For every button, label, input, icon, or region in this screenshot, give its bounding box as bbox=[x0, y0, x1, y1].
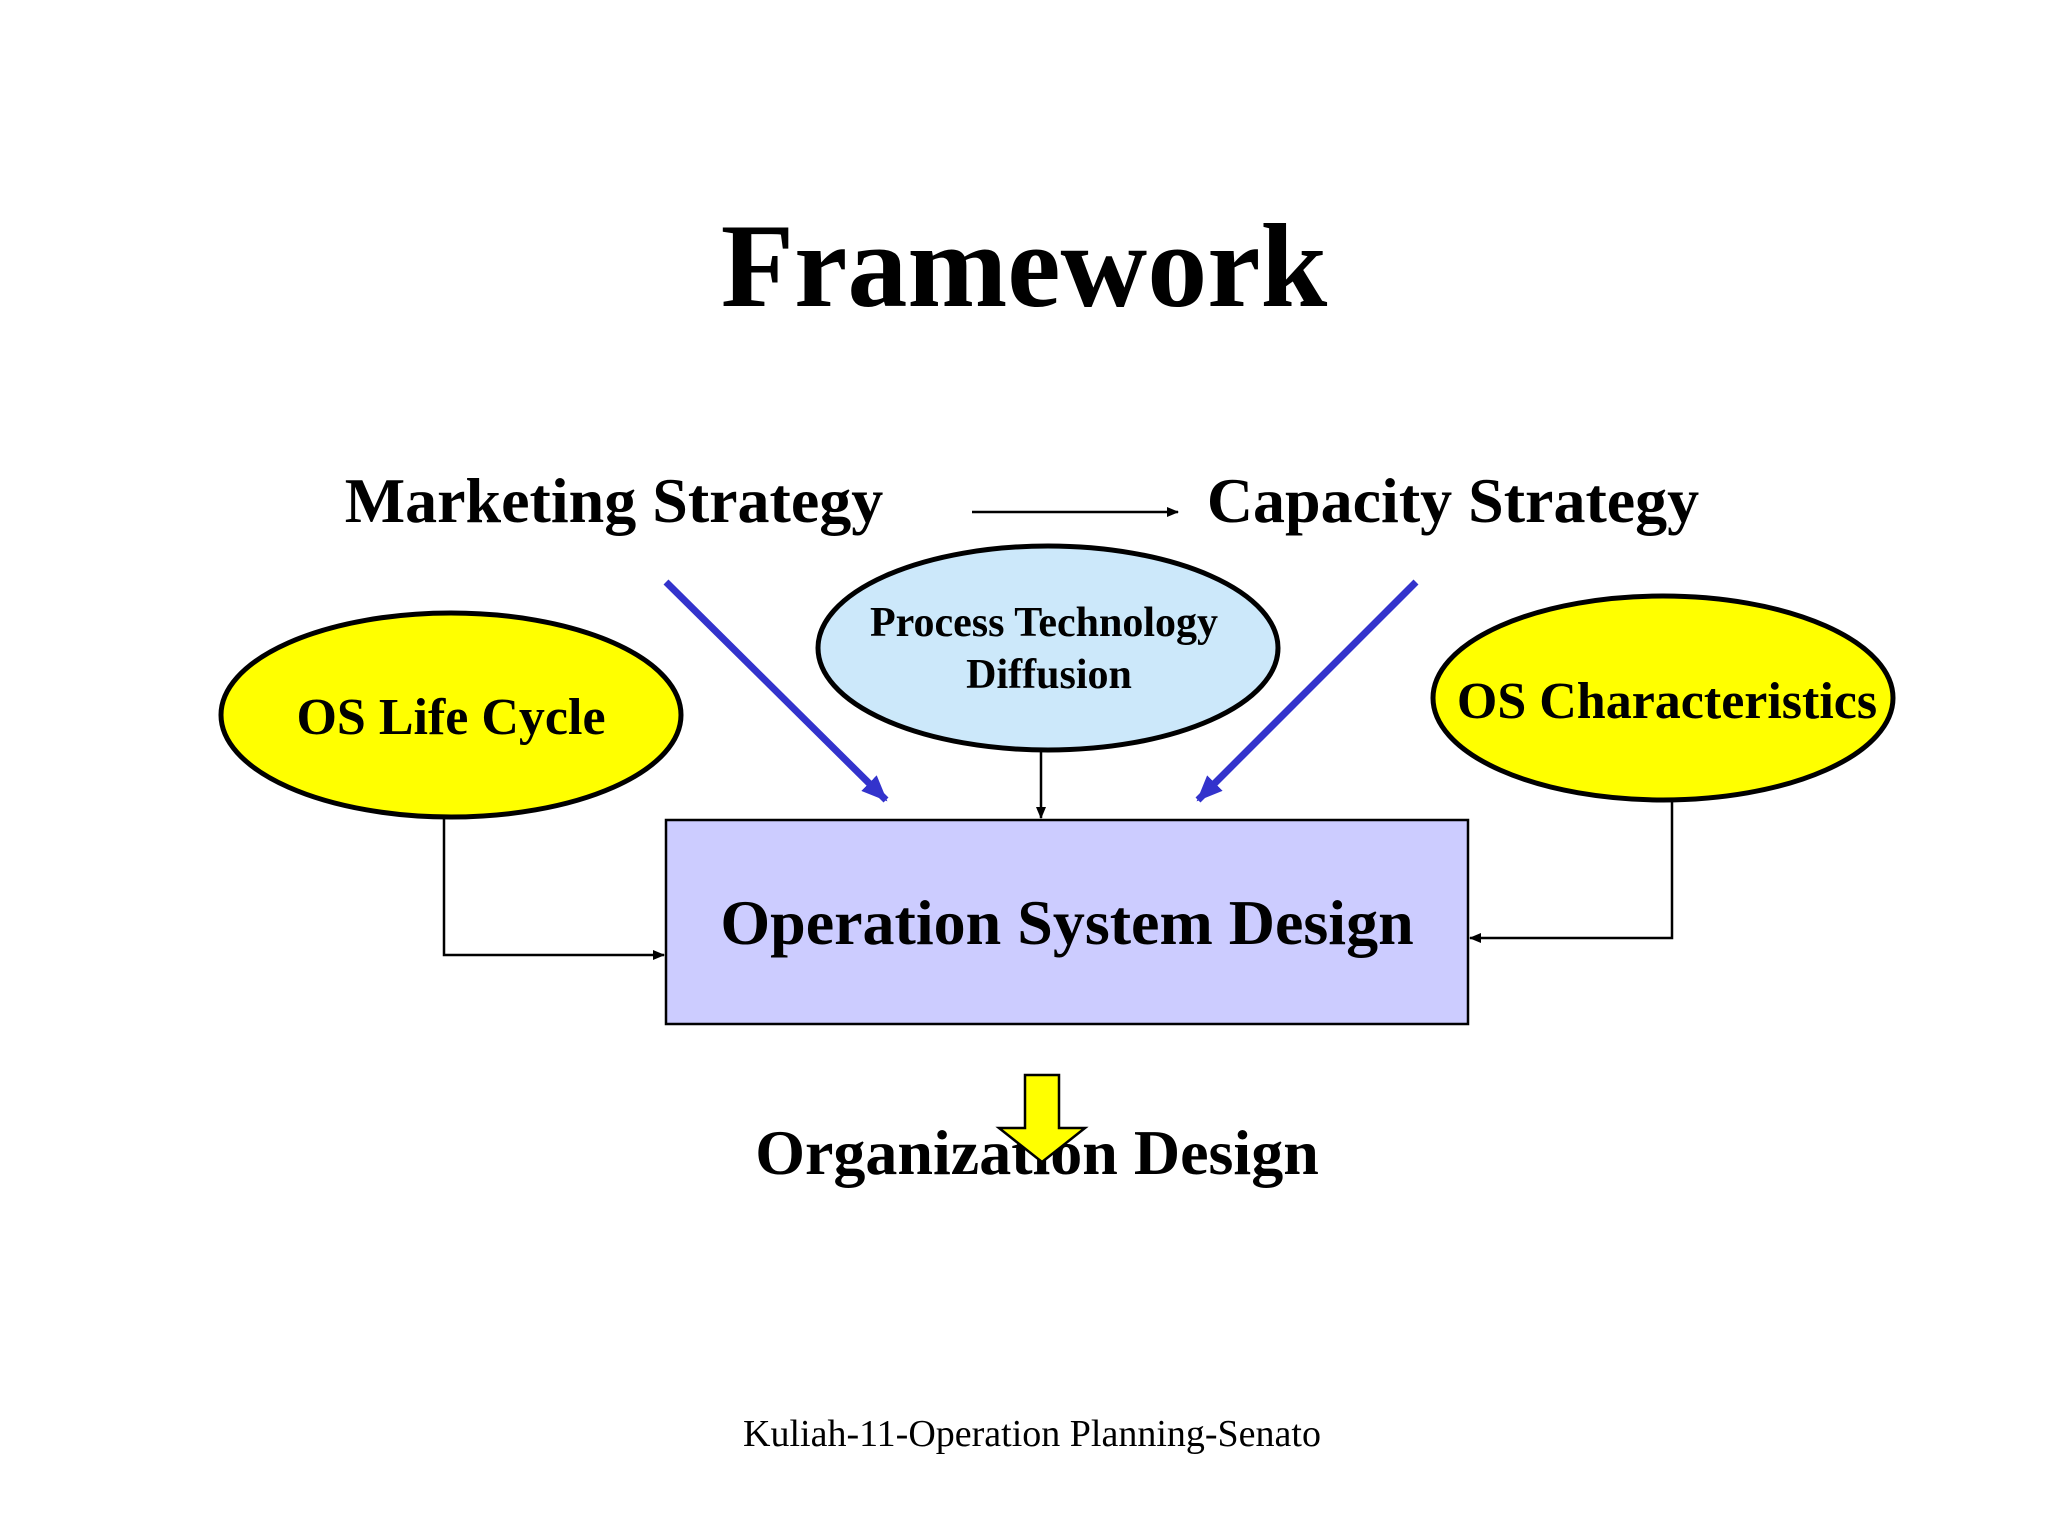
process-technology-ellipse bbox=[815, 543, 1281, 753]
operation-system-design-box bbox=[664, 818, 1470, 1026]
os-characteristics-label: OS Characteristics bbox=[1457, 673, 1877, 730]
os-characteristics-ellipse bbox=[1430, 593, 1896, 803]
process-technology-label-line2: Diffusion bbox=[966, 652, 1132, 698]
characteristics-to-design-connector bbox=[1469, 800, 1674, 943]
slide-title: Framework bbox=[721, 199, 1328, 332]
os-life-cycle-label: OS Life Cycle bbox=[296, 689, 605, 746]
down-block-arrow-icon bbox=[995, 1073, 1089, 1164]
marketing-to-design-arrow bbox=[663, 579, 889, 803]
life-cycle-to-design-connector bbox=[442, 817, 665, 960]
operation-system-design-label: Operation System Design bbox=[720, 887, 1413, 958]
os-life-cycle-ellipse bbox=[218, 610, 684, 820]
slide-footer: Kuliah-11-Operation Planning-Senato bbox=[743, 1413, 1321, 1455]
marketing-strategy-label: Marketing Strategy bbox=[345, 465, 884, 536]
capacity-strategy-label: Capacity Strategy bbox=[1207, 465, 1699, 536]
capacity-to-design-arrow bbox=[1195, 579, 1419, 803]
process-technology-label-line1: Process Technology bbox=[870, 600, 1218, 646]
